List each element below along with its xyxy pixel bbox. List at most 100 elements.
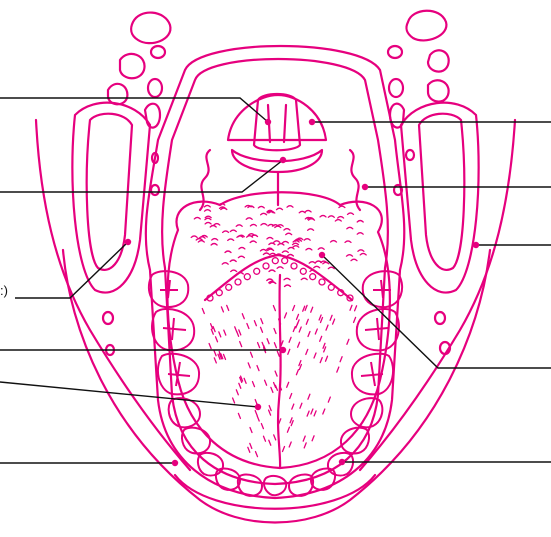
- papilla-mark: [210, 226, 216, 228]
- leader-dot: [172, 460, 178, 466]
- papilla-mark: [284, 229, 290, 231]
- papilla-dash: [292, 404, 294, 409]
- papilla-dash: [211, 329, 213, 334]
- papilla-dash: [261, 319, 263, 324]
- papilla-dash: [264, 436, 266, 441]
- papilla-mark: [261, 224, 267, 226]
- papilla-dash: [357, 322, 359, 327]
- circumvallate-papilla: [244, 274, 250, 280]
- papilla-dash: [274, 343, 276, 348]
- papilla-dash: [321, 318, 323, 323]
- papilla-dash: [291, 421, 293, 426]
- papilla-dash: [209, 344, 211, 349]
- papilla-dash: [333, 319, 335, 324]
- papilla-mark: [212, 239, 218, 241]
- papilla-mark: [335, 220, 341, 222]
- circumvallate-papilla: [319, 279, 325, 285]
- papilla-mark: [301, 278, 307, 280]
- papilla-mark: [270, 253, 276, 255]
- papilla-dash: [250, 428, 252, 433]
- left-molar-2-cusp: [163, 318, 186, 340]
- leader-dot: [265, 119, 271, 125]
- papilla-dash: [314, 411, 316, 416]
- papilla-mark: [205, 218, 211, 220]
- leader-dot: [255, 404, 261, 410]
- papilla-mark: [228, 239, 234, 241]
- papilla-dash: [239, 330, 241, 335]
- left-mandible: [72, 103, 150, 293]
- papilla-mark: [287, 206, 293, 208]
- right-bone-blob-5: [389, 79, 403, 97]
- leader-line-left-3: [15, 242, 128, 298]
- papilla-dash: [308, 394, 310, 399]
- right-incisor-1: [289, 474, 313, 495]
- papilla-dash: [305, 305, 307, 310]
- papilla-mark: [248, 234, 254, 236]
- circumvallate-papilla: [226, 284, 232, 290]
- papilla-dash: [319, 315, 321, 320]
- papilla-mark: [236, 225, 242, 227]
- circumvallate-papilla: [310, 274, 316, 280]
- papilla-dash: [250, 443, 252, 448]
- papilla-dash: [236, 390, 238, 395]
- papilla-dash: [281, 341, 283, 346]
- papilla-dash: [274, 329, 276, 334]
- papilla-dash: [253, 382, 255, 387]
- circumvallate-papilla: [328, 284, 334, 290]
- papilla-dash: [256, 452, 258, 457]
- papilla-dash: [269, 406, 271, 411]
- papilla-dash: [213, 327, 215, 332]
- vocal-fold-right: [284, 105, 286, 142]
- circumvallate-papilla: [235, 279, 241, 285]
- papilla-dash: [274, 435, 276, 440]
- papilla-dash: [304, 443, 306, 448]
- papilla-dash: [202, 309, 204, 314]
- papilla-mark: [261, 213, 267, 215]
- leader-dots: [125, 119, 479, 466]
- right-bone-blob-4: [428, 80, 449, 101]
- papilla-mark: [348, 213, 354, 215]
- papilla-dash: [303, 306, 305, 311]
- papilla-mark: [231, 270, 237, 272]
- papilla-dash: [240, 342, 242, 347]
- papilla-dash: [224, 330, 226, 335]
- papilla-mark: [287, 255, 293, 257]
- papilla-dash: [347, 339, 349, 344]
- papilla-dash: [224, 354, 226, 359]
- circumvallate-papilla: [216, 290, 222, 296]
- papilla-mark: [316, 261, 322, 263]
- papilla-mark: [198, 241, 204, 243]
- papilla-dash: [238, 413, 240, 418]
- leader-dot: [473, 242, 479, 248]
- papilla-dash: [271, 387, 273, 392]
- papilla-dash: [350, 305, 352, 310]
- papilla-mark: [305, 210, 311, 212]
- papilla-dash: [247, 324, 249, 329]
- leader-dot: [319, 252, 325, 258]
- papilla-dash: [244, 378, 246, 383]
- papilla-mark: [269, 243, 275, 245]
- papilla-dash: [275, 371, 277, 376]
- papilla-dash: [221, 307, 223, 312]
- papilla-mark: [345, 241, 351, 243]
- right-bone-blob-9: [435, 312, 445, 324]
- papilla-dash: [289, 442, 291, 447]
- papilla-mark: [358, 250, 364, 252]
- papilla-dash: [320, 336, 322, 341]
- right-mandible-inner: [419, 114, 464, 270]
- left-bone-blob-6: [145, 104, 160, 128]
- papilla-dash: [219, 352, 221, 357]
- papilla-dash: [248, 363, 250, 368]
- papilla-dash: [211, 324, 213, 329]
- papilla-dash: [326, 356, 328, 361]
- papilla-dash: [298, 342, 300, 347]
- papilla-dash: [289, 337, 291, 342]
- papilla-mark: [269, 270, 275, 272]
- papilla-dash: [311, 307, 313, 312]
- papilla-dash: [314, 353, 316, 358]
- papilla-dash: [267, 339, 269, 344]
- papilla-mark: [347, 227, 353, 229]
- papilla-dash: [293, 306, 295, 311]
- papilla-mark: [275, 226, 281, 228]
- circumvallate-papilla: [272, 258, 278, 264]
